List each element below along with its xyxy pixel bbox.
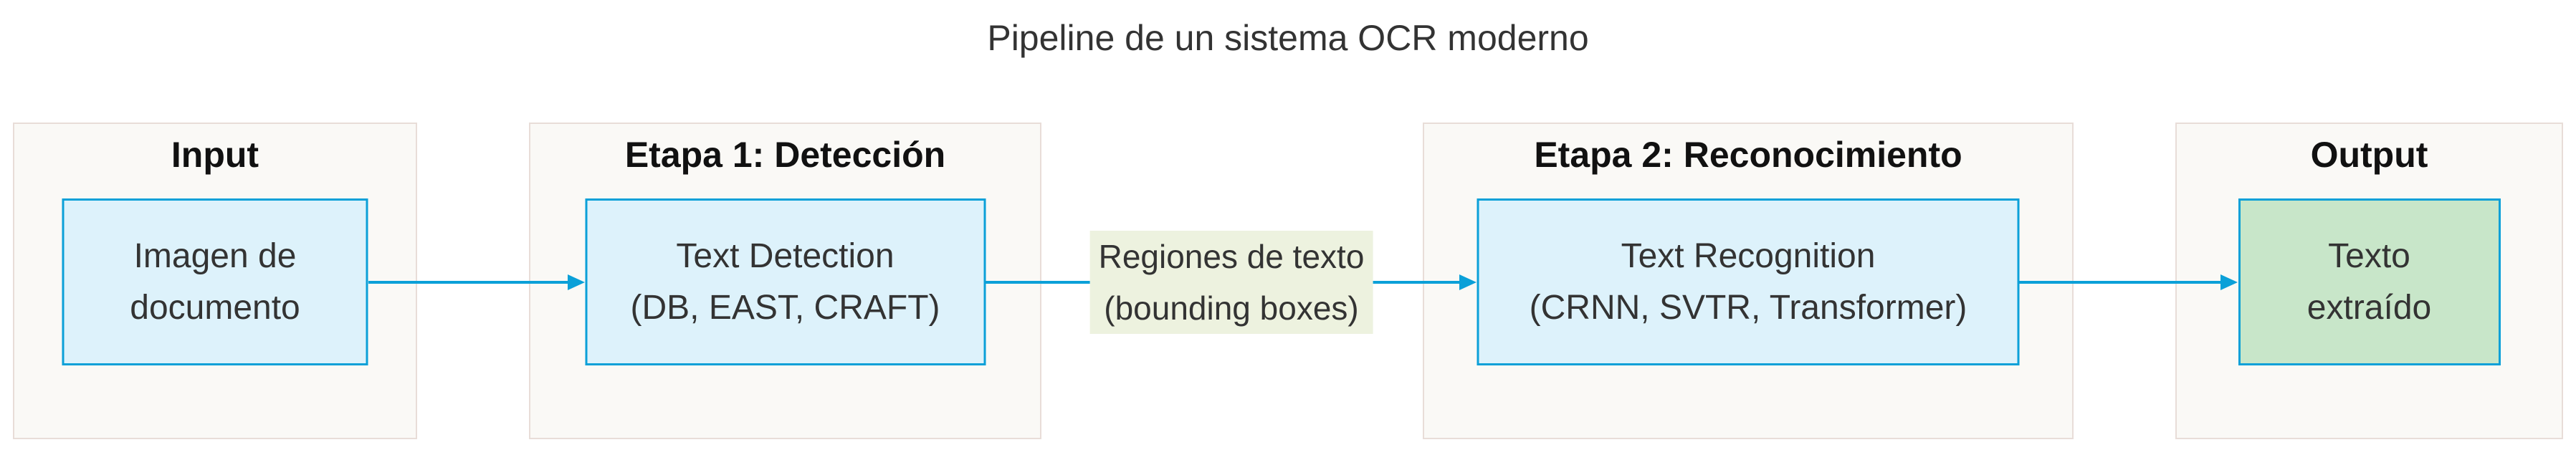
cluster-output-label: Output <box>2310 135 2428 175</box>
cluster-etapa2-reconocimiento: Etapa 2: Reconocimiento Text Recognition… <box>1423 123 2074 439</box>
edge-label-line: (bounding boxes) <box>1104 289 1359 327</box>
edge-recognition-to-output <box>2019 281 2220 284</box>
node-texto-extraido: Texto extraído <box>2238 198 2501 365</box>
arrowhead-icon <box>2220 274 2238 290</box>
cluster-output: Output Texto extraído <box>2175 123 2563 439</box>
node-label-line: Text Detection <box>676 236 895 275</box>
node-label-line: (CRNN, SVTR, Transformer) <box>1529 288 1967 327</box>
cluster-etapa1-label: Etapa 1: Detección <box>624 135 946 175</box>
node-text-recognition: Text Recognition (CRNN, SVTR, Transforme… <box>1477 198 2020 365</box>
arrowhead-icon <box>1459 274 1477 290</box>
node-imagen-de-documento: Imagen de documento <box>62 198 368 365</box>
arrowhead-icon <box>568 274 585 290</box>
edge-label-line: Regiones de texto <box>1098 238 1365 275</box>
node-text-detection: Text Detection (DB, EAST, CRAFT) <box>585 198 986 365</box>
node-label-line: Text Recognition <box>1621 236 1876 275</box>
edge-input-to-detection <box>368 281 568 284</box>
node-label-line: (DB, EAST, CRAFT) <box>630 288 940 327</box>
node-label-line: Imagen de <box>133 236 297 275</box>
edge-label-regiones-de-texto: Regiones de texto (bounding boxes) <box>1089 231 1373 334</box>
cluster-etapa1-deteccion: Etapa 1: Detección Text Detection (DB, E… <box>529 123 1041 439</box>
cluster-input: Input Imagen de documento <box>13 123 417 439</box>
node-label-line: Texto <box>2328 236 2410 275</box>
node-label-line: documento <box>130 288 300 327</box>
diagram-title: Pipeline de un sistema OCR moderno <box>987 18 1589 58</box>
node-label-line: extraído <box>2307 288 2432 327</box>
cluster-etapa2-label: Etapa 2: Reconocimiento <box>1534 135 1962 175</box>
cluster-input-label: Input <box>171 135 259 175</box>
